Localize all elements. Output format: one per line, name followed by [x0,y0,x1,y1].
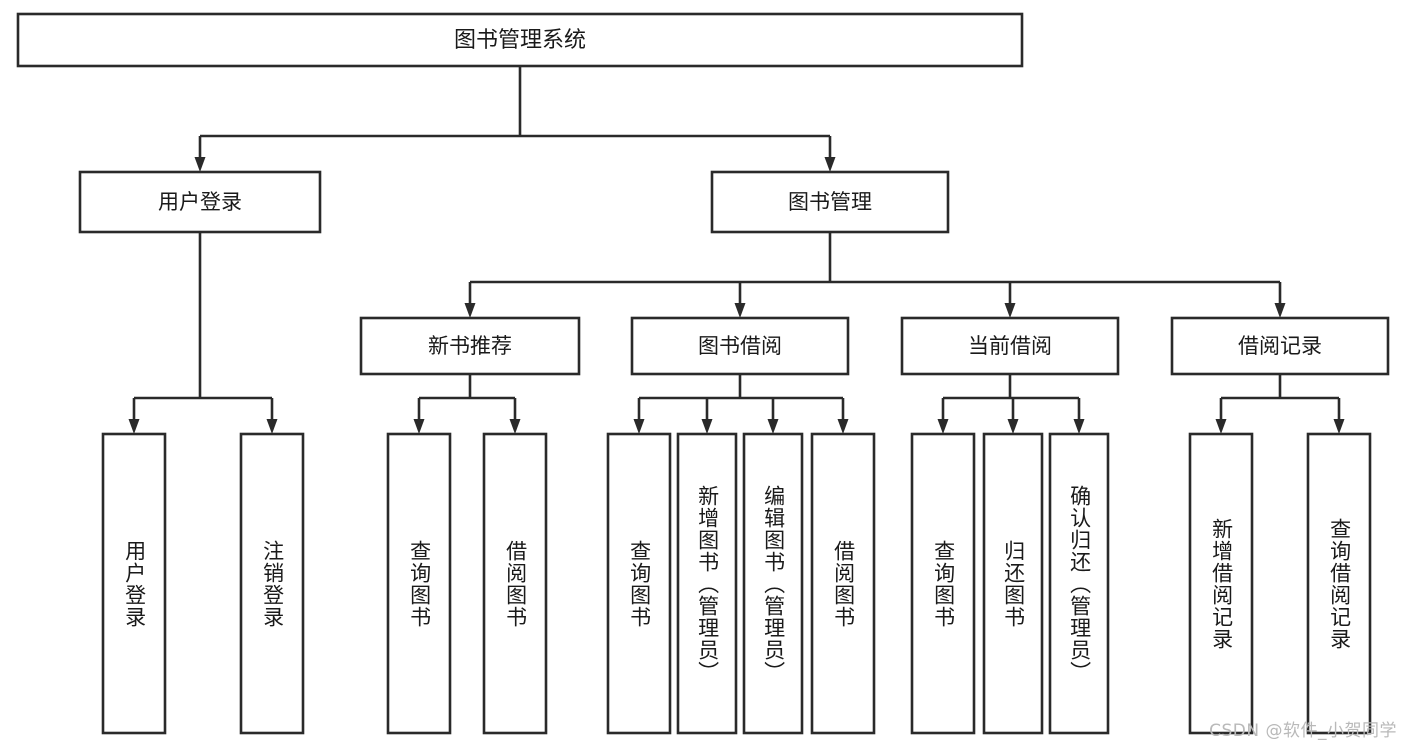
node-n-borrow[interactable]: 图书借阅 [630,316,850,376]
node-n-book-manage[interactable]: 图书管理 [710,170,950,234]
node-box [900,316,1120,376]
node-box [1170,316,1390,376]
node-box [1188,432,1254,735]
connector-layer [128,66,1345,434]
node-box [359,316,581,376]
node-l-cur-confirm[interactable] [1048,432,1110,735]
node-box [630,316,850,376]
node-l-rec-add[interactable] [1188,432,1254,735]
node-box [810,432,876,735]
node-box [742,432,804,735]
node-box [386,432,452,735]
node-l-rec-search[interactable] [1306,432,1372,735]
node-l-bb-edit[interactable] [742,432,804,735]
node-box [239,432,305,735]
node-l-bb-borrow[interactable] [810,432,876,735]
node-l-logout[interactable] [239,432,305,735]
node-l-cur-query[interactable] [910,432,976,735]
node-box [606,432,672,735]
node-l-rec-query[interactable] [386,432,452,735]
node-box [982,432,1044,735]
node-label: 图书管理系统 [454,28,586,53]
node-box [910,432,976,735]
node-l-bb-add[interactable] [676,432,738,735]
node-box [101,432,167,735]
node-box [482,432,548,735]
node-l-user-login[interactable] [101,432,167,735]
node-box [676,432,738,735]
node-n-current[interactable]: 当前借阅 [900,316,1120,376]
node-label: 图书管理 [788,190,872,214]
node-n-new-rec[interactable]: 新书推荐 [359,316,581,376]
node-l-bb-query[interactable] [606,432,672,735]
node-box [1306,432,1372,735]
node-n-records[interactable]: 借阅记录 [1170,316,1390,376]
node-box [710,170,950,234]
node-label: 当前借阅 [968,334,1052,358]
node-box [1048,432,1110,735]
node-label: 借阅记录 [1238,334,1322,358]
node-box [78,170,322,234]
node-box [16,12,1024,68]
node-n-user-login[interactable]: 用户登录 [78,170,322,234]
node-root[interactable]: 图书管理系统 [16,12,1024,68]
watermark: CSDN @软件_小贺同学 [1209,721,1397,741]
node-l-rec-borrow[interactable] [482,432,548,735]
node-label: 用户登录 [158,190,242,214]
node-label: 图书借阅 [698,334,782,358]
node-label: 新书推荐 [428,334,512,358]
node-l-cur-return[interactable] [982,432,1044,735]
